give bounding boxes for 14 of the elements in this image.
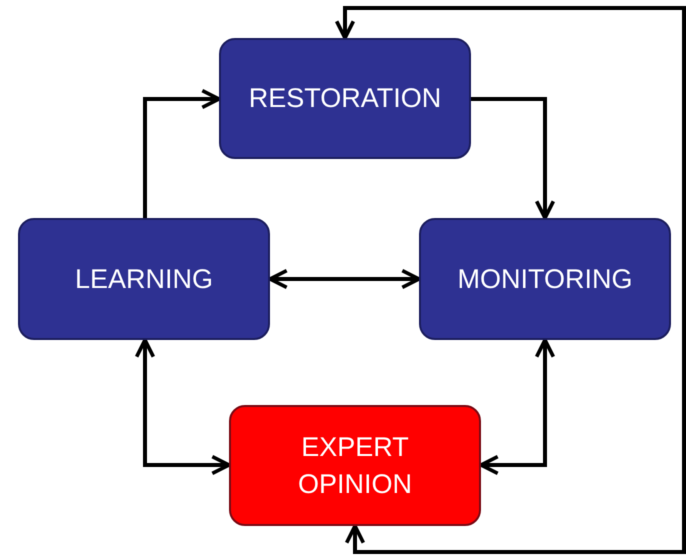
arrow xyxy=(134,338,231,476)
arrow xyxy=(479,338,556,476)
node-label: RESTORATION xyxy=(248,82,442,116)
arrow xyxy=(143,88,221,218)
process-box xyxy=(419,218,671,340)
arrow xyxy=(471,97,556,220)
process-box xyxy=(219,38,471,159)
node-label: LEARNING xyxy=(74,262,214,296)
node-label: MONITORING xyxy=(458,262,632,296)
node-label: EXPERT OPINION xyxy=(296,431,413,500)
expert-box xyxy=(229,405,481,526)
arrow xyxy=(334,6,686,554)
process-box xyxy=(18,218,270,340)
arrow xyxy=(268,268,421,290)
